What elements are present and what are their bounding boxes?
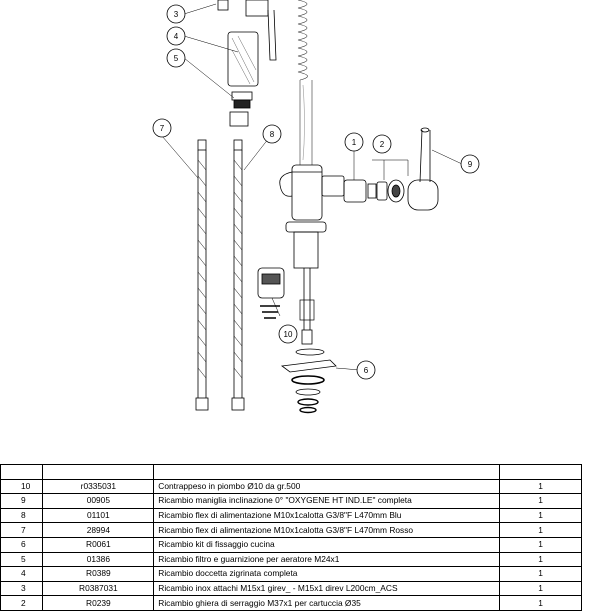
- table-row: 9 00905 Ricambio maniglia inclinazione 0…: [0, 493, 582, 509]
- table-row: 5 01386 Ricambio filtro e guarnizione pe…: [0, 551, 582, 568]
- svg-text:7: 7: [160, 124, 165, 133]
- table-row: 8 01101 Ricambio flex di alimentazione M…: [0, 507, 582, 524]
- part-number: 9: [0, 493, 44, 509]
- part-code: R0061: [42, 536, 155, 553]
- parts-list-table: 10 r0335031 Contrappeso in piombo Ø10 da…: [0, 464, 582, 611]
- part-number: 3: [0, 580, 44, 597]
- part-number: 7: [0, 522, 44, 538]
- svg-text:9: 9: [468, 160, 473, 169]
- lever-handle: [407, 127, 439, 211]
- exploded-view-drawing: 3 4 5 7 8 1 2 9: [152, 0, 480, 414]
- part-description: Ricambio flex di alimentazione M10x1calo…: [153, 522, 501, 538]
- part-description: Ricambio ghiera di serraggio M37x1 per c…: [153, 595, 501, 611]
- part-number: 6: [0, 536, 44, 553]
- table-row: 4 R0389 Ricambio doccetta zigrinata comp…: [0, 566, 582, 582]
- part-code: R0239: [42, 595, 155, 611]
- part-description: Contrappeso in piombo Ø10 da gr.500: [153, 478, 501, 495]
- part-code: r0335031: [42, 478, 155, 495]
- callout-4: 4: [166, 26, 186, 46]
- mounting-kit: [280, 348, 337, 414]
- table-row: 7 28994 Ricambio flex di alimentazione M…: [0, 522, 582, 538]
- table-row-blank: [0, 464, 582, 480]
- flex-hose-7: [195, 139, 209, 411]
- svg-text:4: 4: [174, 32, 179, 41]
- svg-text:1: 1: [352, 138, 357, 147]
- part-description: Ricambio doccetta zigrinata completa: [153, 566, 501, 582]
- svg-text:10: 10: [284, 330, 293, 339]
- part-quantity: 1: [499, 551, 582, 568]
- svg-text:5: 5: [174, 54, 179, 63]
- svg-text:2: 2: [380, 140, 385, 149]
- callout-10: 10: [278, 324, 298, 344]
- faucet-body: [279, 164, 345, 345]
- part-code: R0389: [42, 566, 155, 582]
- part-description: Ricambio kit di fissaggio cucina: [153, 536, 501, 553]
- part-number: 2: [0, 595, 44, 611]
- part-quantity: 1: [499, 507, 582, 524]
- table-row: 6 R0061 Ricambio kit di fissaggio cucina…: [0, 536, 582, 553]
- part-description: Ricambio flex di alimentazione M10x1calo…: [153, 507, 501, 524]
- part-quantity: 1: [499, 580, 582, 597]
- spring-coil: [297, 0, 313, 165]
- part-quantity: 1: [499, 536, 582, 553]
- part-code: 01386: [42, 551, 155, 568]
- counterweight: [257, 267, 285, 319]
- callout-5: 5: [166, 48, 186, 68]
- callout-7: 7: [152, 118, 172, 138]
- flex-hose-8: [231, 139, 245, 411]
- table-row: 3 R0387031 Ricambio inox attachi M15x1 g…: [0, 580, 582, 597]
- table-row: 10 r0335031 Contrappeso in piombo Ø10 da…: [0, 478, 582, 495]
- spray-head: [217, 0, 277, 127]
- callout-3: 3: [166, 4, 186, 24]
- callout-2: 2: [372, 134, 392, 154]
- callout-1: 1: [344, 132, 364, 152]
- part-number: 5: [0, 551, 44, 568]
- svg-text:8: 8: [270, 130, 275, 139]
- part-quantity: 1: [499, 595, 582, 611]
- part-quantity: 1: [499, 522, 582, 538]
- svg-text:6: 6: [364, 366, 369, 375]
- part-quantity: 1: [499, 493, 582, 509]
- table-row: 2 R0239 Ricambio ghiera di serraggio M37…: [0, 595, 582, 611]
- part-description: Ricambio filtro e guarnizione per aerato…: [153, 551, 501, 568]
- callout-9: 9: [460, 154, 480, 174]
- part-code: 01101: [42, 507, 155, 524]
- part-code: 00905: [42, 493, 155, 509]
- part-description: Ricambio maniglia inclinazione 0° "OXYGE…: [153, 493, 501, 509]
- part-number: 8: [0, 507, 44, 524]
- part-quantity: 1: [499, 566, 582, 582]
- part-quantity: 1: [499, 478, 582, 495]
- callout-8: 8: [262, 124, 282, 144]
- svg-text:3: 3: [174, 10, 179, 19]
- callout-6: 6: [356, 360, 376, 380]
- part-number: 10: [0, 478, 44, 495]
- part-code: R0387031: [42, 580, 155, 597]
- part-code: 28994: [42, 522, 155, 538]
- leader-lines: [161, 3, 463, 371]
- part-number: 4: [0, 566, 44, 582]
- cartridge-assembly: [343, 179, 405, 203]
- part-description: Ricambio inox attachi M15x1 girev_ - M15…: [153, 580, 501, 597]
